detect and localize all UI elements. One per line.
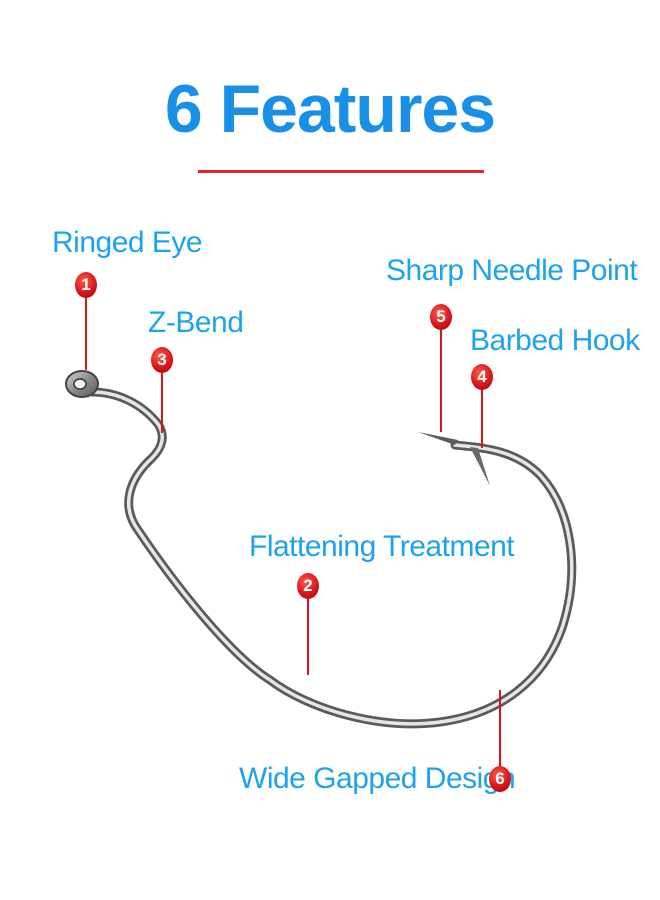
leader-line-4	[481, 390, 483, 448]
leader-line-1	[85, 298, 87, 370]
feature-badge-1: 1	[75, 272, 97, 298]
feature-label-sharp-needle-point: Sharp Needle Point	[386, 254, 638, 287]
feature-label-wide-gapped-design: Wide Gapped Design	[239, 762, 516, 795]
diagram-title: 6 Features	[164, 71, 496, 147]
feature-label-flattening-treatment: Flattening Treatment	[249, 530, 515, 563]
feature-label-barbed-hook: Barbed Hook	[470, 324, 640, 357]
leader-line-6	[499, 690, 501, 766]
feature-badge-6: 6	[489, 766, 511, 792]
feature-badge-3: 3	[151, 347, 173, 373]
feature-label-ringed-eye: Ringed Eye	[52, 226, 203, 259]
leader-line-2	[307, 599, 309, 675]
feature-label-z-bend: Z-Bend	[148, 306, 244, 339]
needle-point	[418, 432, 458, 445]
leader-line-5	[440, 330, 442, 432]
title-underline	[198, 170, 484, 173]
feature-badge-5: 5	[430, 304, 452, 330]
barb	[470, 447, 490, 486]
leader-line-3	[161, 373, 163, 433]
feature-badge-4: 4	[471, 364, 493, 390]
feature-badge-2: 2	[297, 573, 319, 599]
